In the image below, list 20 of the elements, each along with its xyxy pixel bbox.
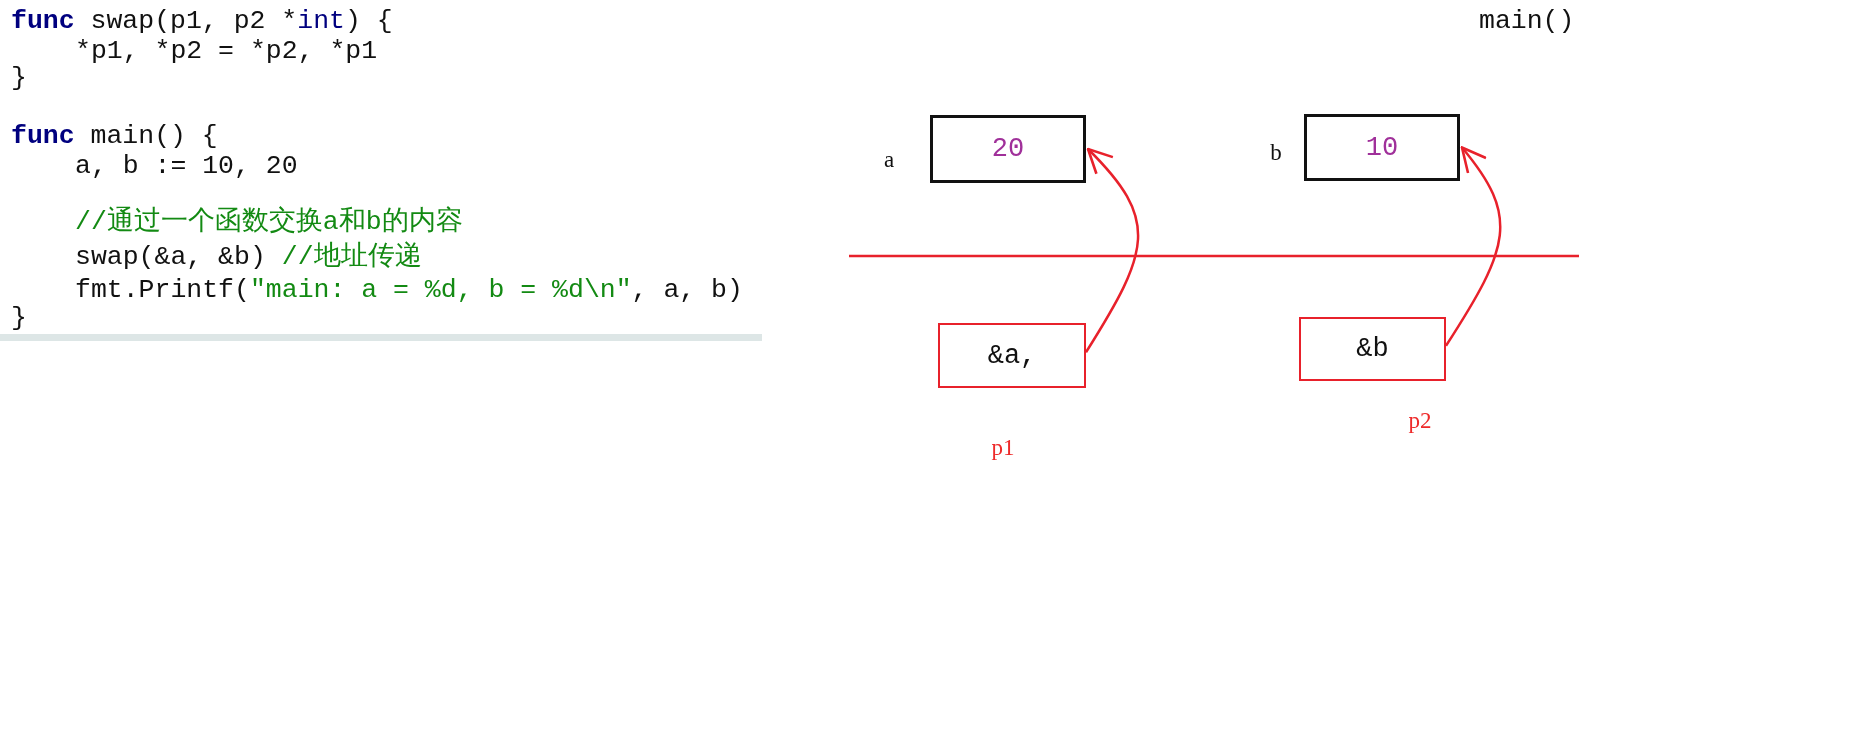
code-line: *p1, *p2 = *p2, *p1	[75, 36, 378, 66]
code-line: func main() {	[11, 121, 218, 151]
code-line: swap(&a, &b) //地址传递	[75, 242, 422, 272]
pointer-label: p1	[991, 435, 1015, 461]
code-line: a, b := 10, 20	[75, 151, 298, 181]
arrow	[1444, 146, 1502, 347]
address-text: &b	[1356, 333, 1389, 365]
code-line: }	[11, 303, 27, 333]
code-line: fmt.Printf("main: a = %d, b = %d\n", a, b)	[75, 275, 743, 305]
variable-label: b	[1270, 140, 1282, 166]
value-text: 10	[1365, 131, 1399, 164]
pointer-label: p2	[1408, 408, 1432, 434]
code-line: //通过一个函数交换a和b的内容	[75, 207, 463, 237]
value-text: 20	[991, 133, 1025, 165]
arrow	[1084, 147, 1140, 353]
code-line: }	[11, 63, 27, 93]
address-text: &a,	[987, 339, 1037, 372]
variable-label: a	[883, 147, 895, 173]
code-line: func swap(p1, p2 *int) {	[11, 6, 393, 36]
scope-label: main()	[1479, 6, 1575, 36]
